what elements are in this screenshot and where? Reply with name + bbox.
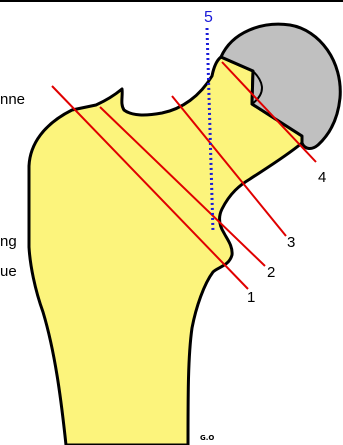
label-partial-top: nne	[0, 91, 25, 108]
label-line-2: 2	[267, 264, 275, 281]
label-partial-mid-1: ng	[0, 233, 17, 250]
signature-text: G.O	[200, 434, 214, 442]
label-line-5: 5	[204, 9, 213, 26]
label-line-3: 3	[287, 234, 295, 251]
label-line-1: 1	[247, 289, 255, 306]
label-line-4: 4	[318, 169, 326, 186]
femur-bone-outline	[29, 57, 302, 445]
label-partial-mid-2: ue	[0, 263, 17, 280]
